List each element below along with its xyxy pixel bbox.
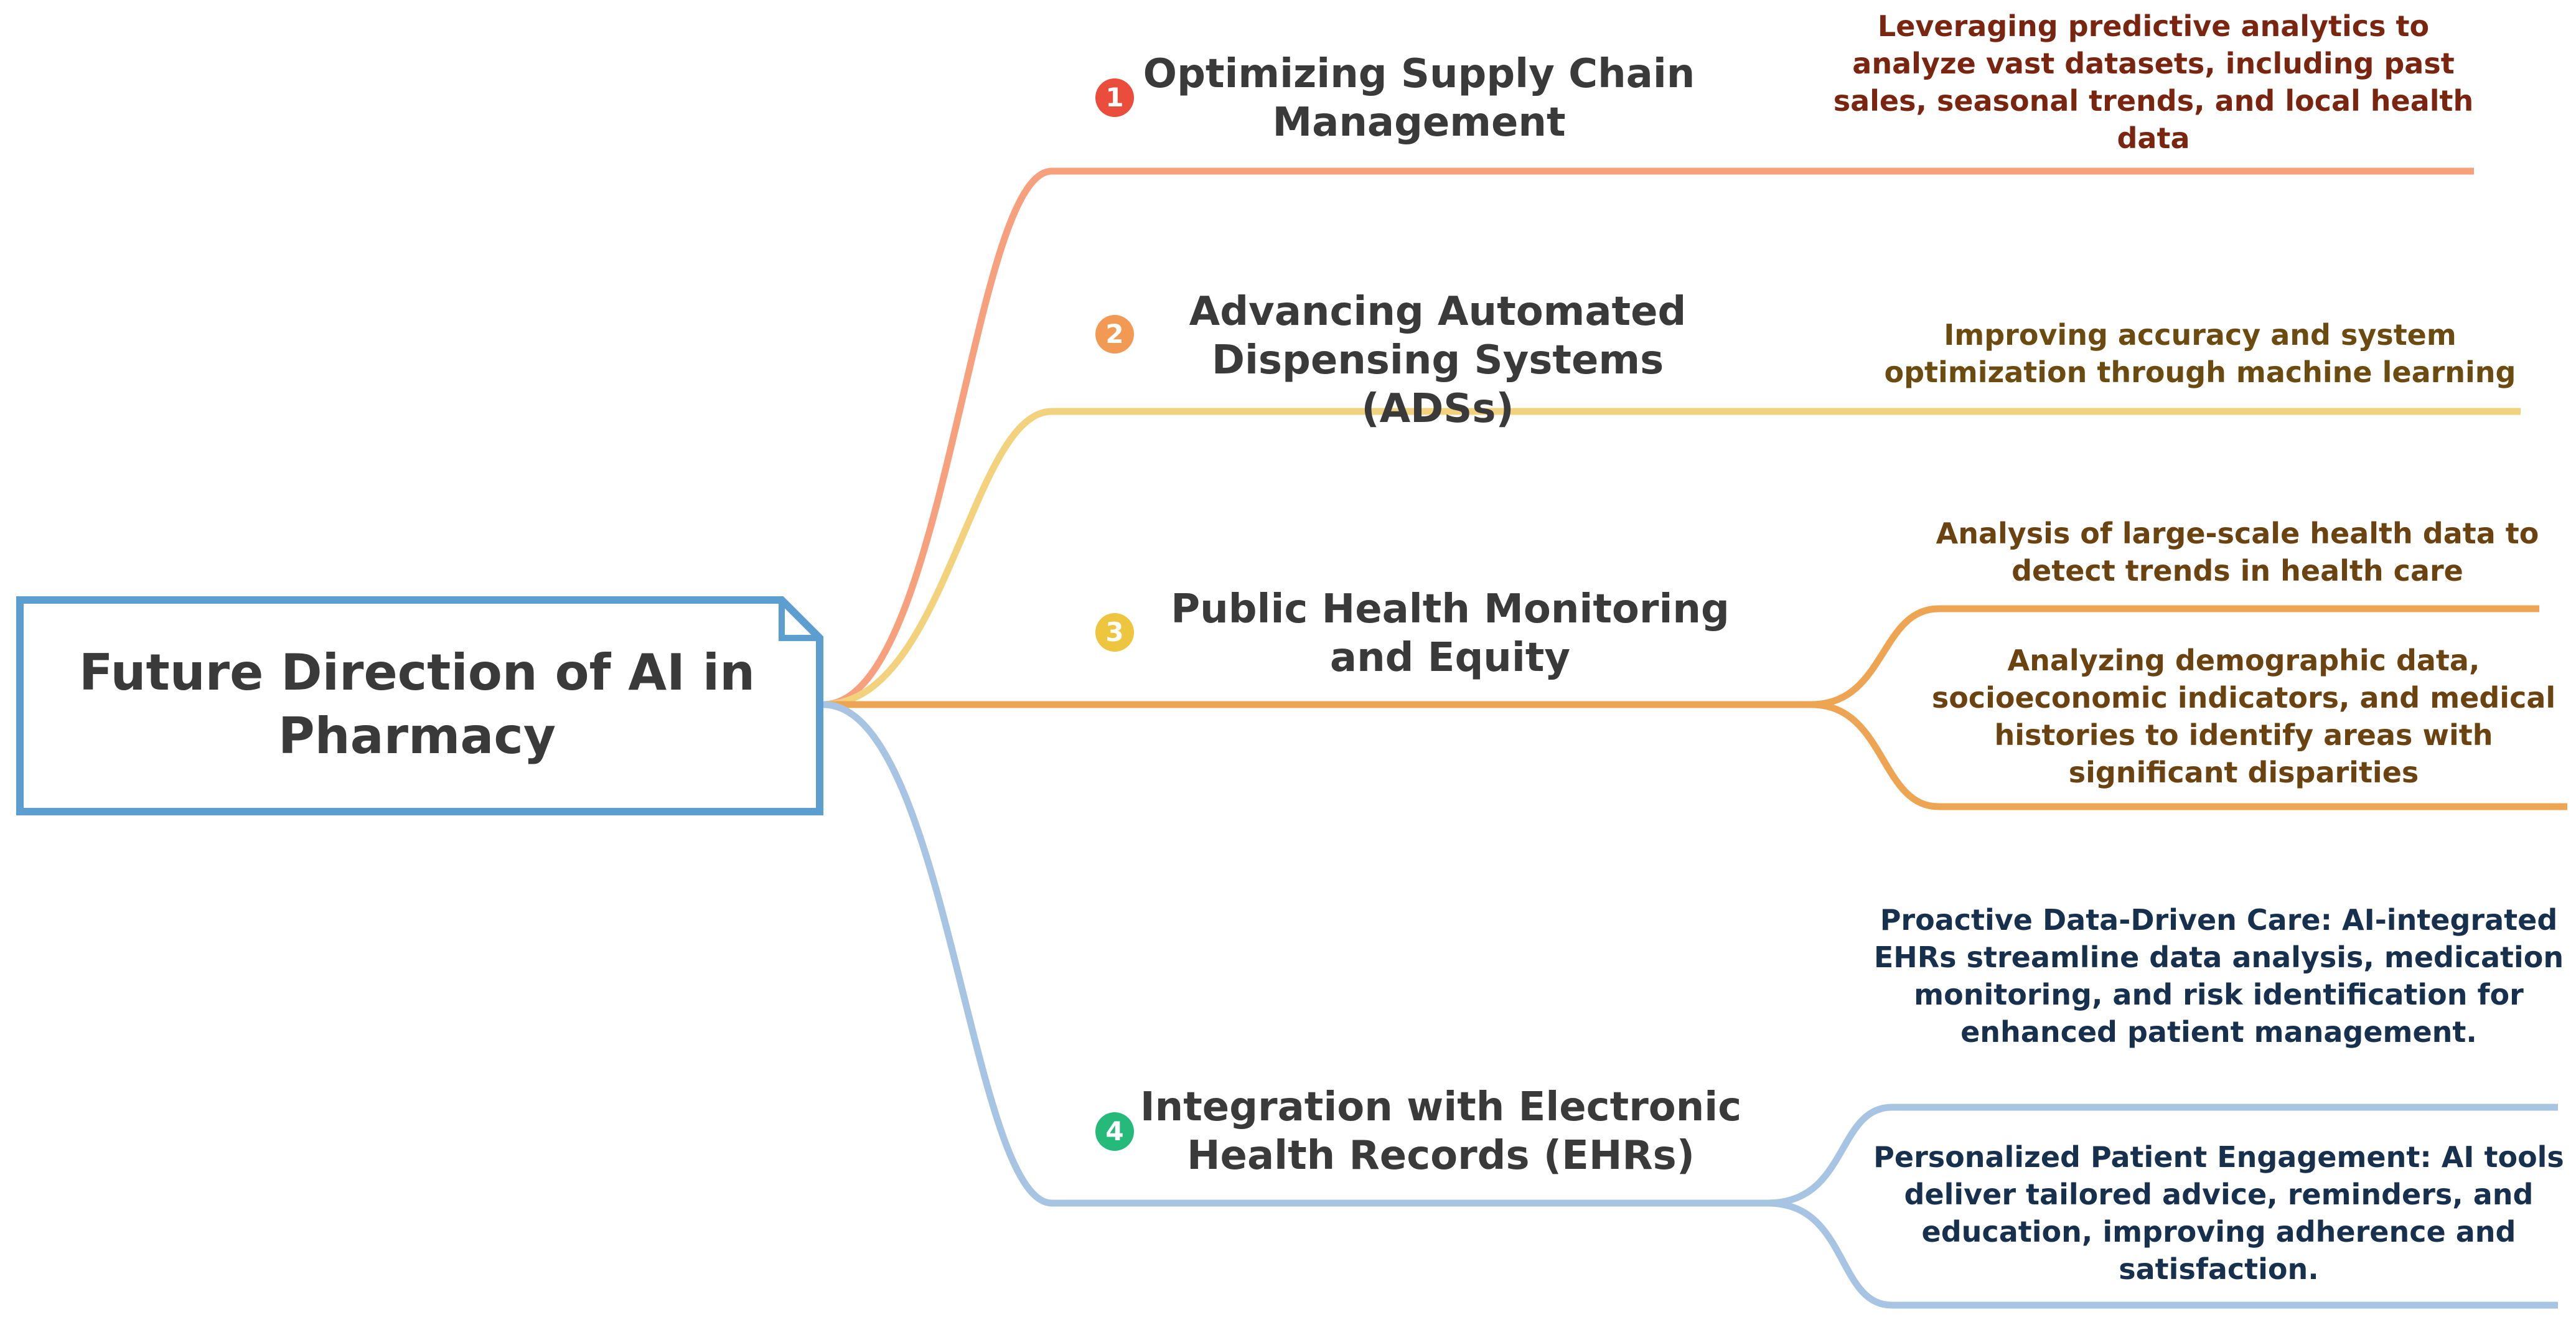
branch-2-connector (823, 408, 2521, 708)
branch-4-title: Integration with Electronic Health Recor… (1140, 1084, 1742, 1179)
branch-3-number-badge: 3 (1095, 613, 1134, 652)
branch-4-leaf-2: Personalized Patient Engagement: AI tool… (1873, 1140, 2564, 1286)
root-node-box (16, 596, 823, 815)
branch-3-leaf-2-connector (1810, 701, 2567, 810)
branch-3-leaf-1-connector (1810, 605, 2539, 708)
branch-3-leaf-2: Analyzing demographic data, socioeconomi… (1931, 644, 2556, 789)
branch-1-connector (823, 167, 2474, 708)
branch-4-connector (823, 701, 1768, 1207)
branch-1-number-badge: 1 (1095, 78, 1134, 117)
branch-3-title: Public Health Monitoring and Equity (1171, 586, 1730, 681)
root-title: Future Direction of AI in Pharmacy (78, 644, 756, 765)
branch-4-leaf-1: Proactive Data-Driven Care: AI-integrate… (1873, 903, 2564, 1049)
branch-4-leaf-2-connector (1767, 1199, 2558, 1309)
branch-2-title: Advancing Automated Dispensing Systems (… (1189, 289, 1687, 432)
branch-4-leaf-1-connector (1767, 1104, 2558, 1207)
branch-3-leaf-1: Analysis of large-scale health data to d… (1936, 517, 2539, 588)
branch-1-leaf-1: Leveraging predictive analytics to analy… (1833, 9, 2474, 155)
branch-2-leaf-1: Improving accuracy and system optimizati… (1884, 318, 2516, 389)
branch-4-number-badge: 4 (1095, 1112, 1134, 1151)
branch-2-number-badge: 2 (1095, 315, 1134, 354)
branch-1-title: Optimizing Supply Chain Management (1143, 51, 1695, 146)
